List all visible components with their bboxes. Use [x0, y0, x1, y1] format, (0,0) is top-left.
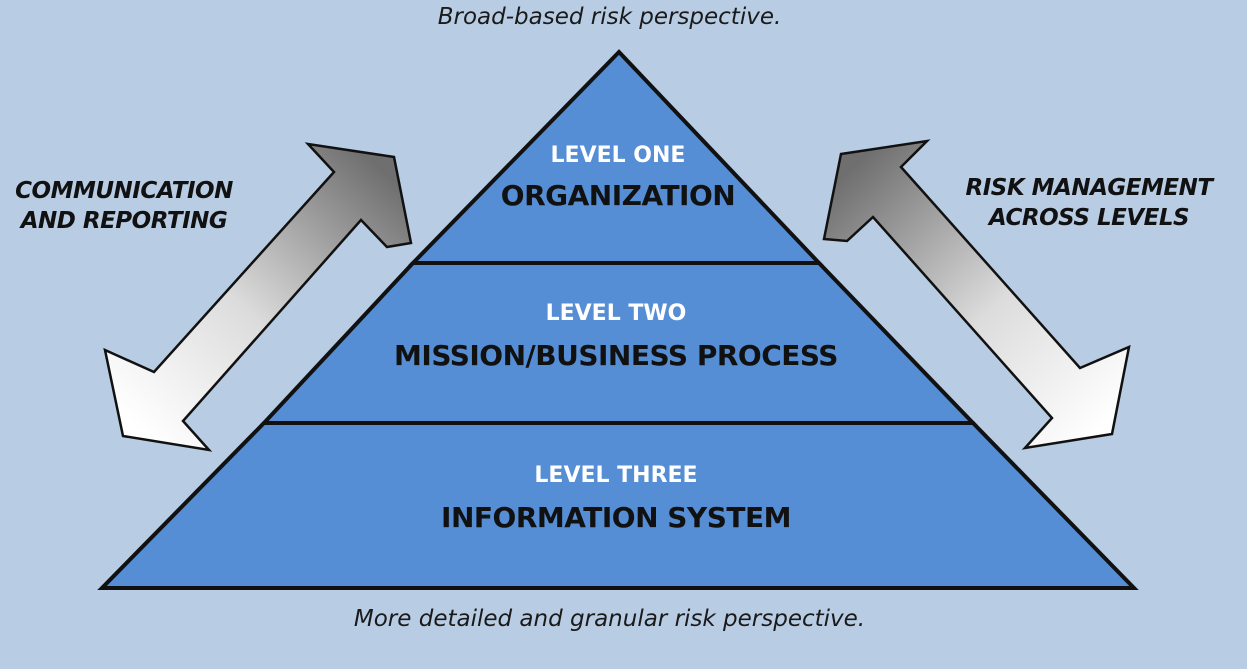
- level-three-block: LEVEL THREE INFORMATION SYSTEM: [316, 462, 916, 536]
- level-two-tier: LEVEL TWO: [545, 301, 687, 326]
- level-two-name: MISSION/BUSINESS PROCESS: [394, 339, 838, 372]
- pyramid-tier-three: [97, 421, 1139, 590]
- right-label-line-2: ACROSS LEVELS: [988, 205, 1190, 231]
- risk-management-label: RISK MANAGEMENT ACROSS LEVELS: [958, 173, 1220, 233]
- level-one-name: ORGANIZATION: [500, 179, 736, 212]
- risk-management-arrow: [822, 139, 1131, 450]
- right-label-line-1: RISK MANAGEMENT: [965, 175, 1213, 201]
- level-one-tier: LEVEL ONE: [550, 143, 686, 168]
- left-label-line-1: COMMUNICATION: [15, 178, 233, 204]
- level-one-block: LEVEL ONE ORGANIZATION: [318, 142, 918, 214]
- level-three-tier: LEVEL THREE: [534, 463, 698, 488]
- communication-reporting-arrow: [103, 142, 413, 452]
- level-three-name: INFORMATION SYSTEM: [441, 501, 791, 534]
- left-label-line-2: AND REPORTING: [20, 208, 228, 234]
- bottom-caption: More detailed and granular risk perspect…: [353, 606, 866, 632]
- top-caption: Broad-based risk perspective.: [437, 4, 782, 30]
- communication-reporting-label: COMMUNICATION AND REPORTING: [4, 176, 244, 236]
- level-two-block: LEVEL TWO MISSION/BUSINESS PROCESS: [316, 300, 916, 374]
